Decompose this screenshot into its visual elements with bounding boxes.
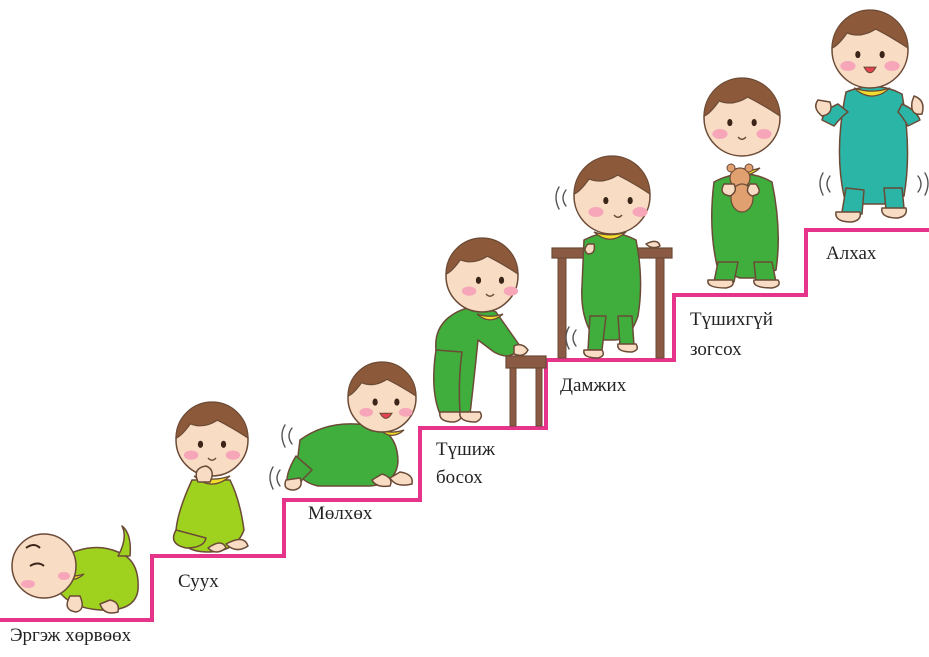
rail-leg bbox=[558, 258, 566, 358]
motion-lines-icon bbox=[282, 425, 292, 447]
stage-label-sit: Суух bbox=[178, 568, 219, 595]
baby-eye bbox=[628, 197, 633, 204]
baby-hand bbox=[585, 244, 594, 254]
stage-label-walk: Алхах bbox=[826, 240, 876, 267]
baby-leg bbox=[754, 262, 776, 282]
stage-label-pull-line1: Түшиж bbox=[436, 436, 495, 463]
baby-cheek bbox=[632, 207, 647, 217]
toy-bear-ear bbox=[727, 164, 735, 172]
baby-sitting bbox=[174, 402, 248, 552]
toy-bear-ear bbox=[745, 164, 753, 172]
baby-foot bbox=[584, 350, 604, 358]
baby-foot bbox=[836, 212, 861, 222]
baby-walking bbox=[816, 10, 928, 222]
baby-rolling bbox=[12, 526, 138, 613]
stage-label-cruise: Дамжих bbox=[560, 372, 626, 399]
baby-cheek bbox=[504, 286, 518, 295]
baby-crawling bbox=[270, 362, 416, 490]
motion-lines-icon bbox=[566, 327, 576, 349]
stage-label-stand-line1: Түшихгүй bbox=[690, 306, 773, 333]
baby-cheek bbox=[884, 61, 899, 71]
baby-foot bbox=[440, 412, 461, 422]
baby-cheek bbox=[399, 408, 413, 417]
baby-leg bbox=[842, 188, 864, 214]
baby-cheek bbox=[840, 61, 855, 71]
baby-foot bbox=[460, 412, 482, 422]
baby-hand bbox=[646, 241, 660, 247]
motion-lines-icon bbox=[820, 173, 830, 195]
baby-cheek bbox=[359, 408, 373, 417]
baby-foot bbox=[882, 208, 907, 218]
baby-cheek bbox=[588, 207, 603, 217]
stage-label-roll: Эргэж хөрвөөх bbox=[10, 622, 131, 649]
baby-leg bbox=[118, 526, 130, 556]
baby-eye bbox=[880, 51, 885, 58]
baby-eye bbox=[855, 51, 860, 58]
baby-cheek bbox=[58, 572, 70, 580]
baby-cheek bbox=[184, 450, 198, 459]
baby-eye bbox=[752, 119, 757, 126]
baby-standing bbox=[704, 78, 780, 288]
baby-hand bbox=[67, 596, 82, 612]
baby-cheek bbox=[21, 580, 35, 588]
motion-lines-icon bbox=[918, 173, 928, 195]
table-leg bbox=[536, 368, 542, 426]
baby-leg bbox=[588, 316, 606, 350]
baby-cheek bbox=[462, 286, 476, 295]
baby-foot bbox=[754, 280, 779, 288]
rail-leg bbox=[656, 258, 664, 358]
baby-eye bbox=[603, 197, 608, 204]
baby-cheek bbox=[712, 129, 727, 139]
baby-eye bbox=[198, 441, 203, 448]
baby-hand bbox=[816, 100, 831, 116]
baby-leg bbox=[618, 316, 634, 346]
baby-cheek bbox=[756, 129, 771, 139]
baby-eye bbox=[476, 277, 481, 284]
baby-eye bbox=[499, 277, 504, 284]
motion-lines-icon bbox=[556, 187, 566, 209]
baby-leg bbox=[884, 188, 904, 210]
baby-foot bbox=[708, 280, 733, 288]
baby-hand bbox=[747, 184, 759, 196]
baby-foot bbox=[285, 478, 301, 490]
baby-hand bbox=[514, 345, 528, 356]
table-top bbox=[506, 356, 546, 368]
stage-label-stand-line2: зогсох bbox=[690, 336, 742, 363]
baby-leg bbox=[434, 350, 462, 414]
table-leg bbox=[510, 368, 516, 426]
stage-label-crawl: Мөлхөх bbox=[308, 500, 372, 527]
baby-leg bbox=[714, 262, 738, 282]
baby-eye bbox=[394, 398, 399, 405]
baby-pulling-up bbox=[434, 238, 546, 426]
baby-eye bbox=[221, 441, 226, 448]
motion-lines-icon bbox=[270, 467, 280, 489]
baby-cruising bbox=[552, 156, 672, 358]
baby-eye bbox=[373, 398, 378, 405]
baby-hand bbox=[196, 466, 212, 482]
baby-body bbox=[839, 86, 907, 204]
baby-eye bbox=[727, 119, 732, 126]
stage-label-pull-line2: босох bbox=[436, 464, 483, 491]
baby-foot bbox=[618, 344, 638, 352]
baby-hand bbox=[912, 96, 923, 114]
baby-hand bbox=[722, 184, 735, 196]
baby-cheek bbox=[226, 450, 240, 459]
